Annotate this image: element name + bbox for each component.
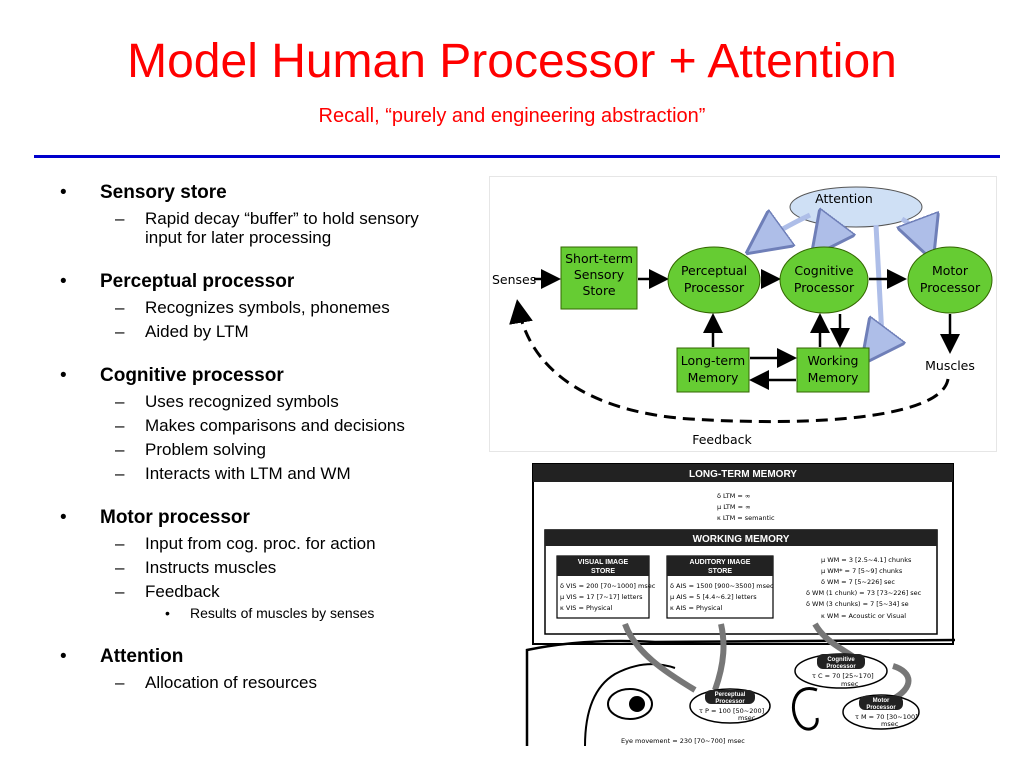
wm-param-1: μ WM = 3 [2.5~4.1] chunks	[821, 556, 912, 564]
arrow-to-auditory-store	[712, 623, 727, 692]
senses-label: Senses	[492, 272, 536, 287]
perceptual-title-bar	[705, 690, 755, 704]
sub-bullet: Aided by LTM	[58, 322, 458, 341]
bullet-motor-processor: Motor processor	[58, 507, 458, 529]
motor-value: τ M = 70 [30~100]	[855, 713, 918, 721]
head-outline	[525, 638, 956, 746]
visual-store-line-1: δ VIS = 200 [70~1000] msec	[560, 582, 656, 590]
cognitive-title-1: Cognitive	[827, 657, 855, 663]
bullet-perceptual-processor: Perceptual processor	[58, 271, 458, 293]
ltm-header: LONG-TERM MEMORY	[689, 469, 797, 480]
wm-line-2: Memory	[808, 370, 859, 385]
perceptual-line-2: Processor	[684, 280, 745, 295]
sub-bullet: Makes comparisons and decisions	[58, 416, 458, 435]
auditory-store-title-2: STORE	[708, 568, 732, 575]
sub-bullet: Allocation of resources	[58, 673, 458, 692]
motor-title-bar	[859, 696, 903, 710]
motor-processor-node	[907, 246, 993, 314]
motor-unit: msec	[881, 720, 899, 728]
bullet-list: Sensory store Rapid decay “buffer” to ho…	[58, 182, 458, 692]
sensory-store-line-3: Store	[582, 283, 615, 298]
perceptual-title-2: Processor	[715, 699, 745, 705]
auditory-store-title-bar	[667, 556, 773, 576]
cognitive-line-2: Processor	[794, 280, 855, 295]
title-divider	[34, 155, 1000, 158]
cognitive-unit: msec	[841, 680, 859, 688]
muscles-label: Muscles	[925, 358, 975, 373]
sub-bullet: Instructs muscles	[58, 558, 458, 577]
attention-arrow-perceptual	[758, 215, 812, 245]
arrow-to-visual-store	[622, 622, 697, 693]
attention-arrow-working-memory	[870, 224, 882, 353]
attention-arrow-motor	[902, 219, 928, 247]
motor-line-2: Processor	[920, 280, 981, 295]
perceptual-unit: msec	[738, 714, 756, 722]
long-term-memory-box	[676, 347, 750, 393]
auditory-store-line-1: δ AIS = 1500 [900~3500] msec	[670, 582, 774, 590]
wm-line-1: Working	[808, 353, 859, 368]
ltm-header-bar	[533, 464, 953, 482]
perceptual-value: τ P = 100 [50~200]	[699, 707, 764, 715]
bullet-cognitive-processor: Cognitive processor	[58, 365, 458, 387]
visual-store-line-2: μ VIS = 17 [7~17] letters	[560, 593, 643, 601]
ear-icon	[791, 687, 819, 731]
ltm-line-1: Long-term	[681, 353, 745, 368]
wm-param-5: δ WM (3 chunks) = 7 [5~34] se	[806, 600, 909, 608]
wm-param-3: δ WM = 7 [5~226] sec	[821, 578, 895, 586]
bullet-attention: Attention	[58, 646, 458, 668]
mhp-figure-svg: LONG-TERM MEMORY δ LTM = ∞ μ LTM = ∞ κ L…	[525, 463, 956, 746]
cognitive-title-2: Processor	[826, 664, 856, 670]
motor-line-1: Motor	[932, 263, 969, 278]
bullet-sensory-store: Sensory store	[58, 182, 458, 204]
attention-arrow-cognitive	[820, 225, 835, 245]
motor-title-2: Processor	[866, 705, 896, 711]
visual-store-title-bar	[557, 556, 649, 576]
mhp-flow-diagram: Attention Senses Short-term Sensory Stor…	[489, 176, 997, 452]
ltm-line-2: μ LTM = ∞	[717, 503, 751, 511]
auditory-store-line-2: μ AIS = 5 [4.4~6.2] letters	[670, 593, 757, 601]
visual-store-title-2: STORE	[591, 568, 615, 575]
perceptual-title-1: Perceptual	[715, 692, 746, 698]
sub-bullet: Interacts with LTM and WM	[58, 464, 458, 483]
ltm-line-1: δ LTM = ∞	[717, 492, 750, 500]
visual-store-title-1: VISUAL IMAGE	[578, 559, 629, 566]
eye-movement-label: Eye movement = 230 [70~700] msec	[621, 737, 745, 745]
cognitive-title-bar	[817, 654, 865, 669]
feedback-dashed-curve	[509, 299, 950, 424]
sub-bullet: Problem solving	[58, 440, 458, 459]
sub-bullet: Feedback	[58, 582, 458, 601]
wm-param-4: δ WM (1 chunk) = 73 [73~226] sec	[806, 589, 922, 597]
ltm-line-3: κ LTM = semantic	[717, 514, 775, 522]
wm-param-6: κ WM = Acoustic or Visual	[821, 612, 906, 620]
sub-bullet: Rapid decay “buffer” to hold sensory inp…	[58, 209, 458, 247]
visual-store-line-3: κ VIS = Physical	[560, 604, 613, 612]
sub-bullet: Input from cog. proc. for action	[58, 534, 458, 553]
arrow-cognitive-to-motor	[889, 663, 912, 703]
wm-header-bar	[545, 530, 937, 546]
sensory-store-line-1: Short-term	[565, 251, 633, 266]
sub-bullet: Recognizes symbols, phonemes	[58, 298, 458, 317]
attention-label: Attention	[815, 191, 873, 206]
sub-sub-bullet: Results of muscles by senses	[58, 605, 458, 622]
working-memory-box	[796, 347, 870, 393]
ltm-line-2: Memory	[688, 370, 739, 385]
auditory-store-title-1: AUDITORY IMAGE	[690, 559, 751, 566]
cognitive-value: τ C = 70 [25~170]	[812, 672, 874, 680]
wm-header: WORKING MEMORY	[693, 534, 790, 545]
auditory-store-line-3: κ AIS = Physical	[670, 604, 723, 612]
sensory-store-box	[560, 246, 638, 310]
sub-bullet: Uses recognized symbols	[58, 392, 458, 411]
slide-title: Model Human Processor + Attention	[127, 35, 897, 88]
motor-title-1: Motor	[873, 698, 890, 704]
perceptual-line-1: Perceptual	[681, 263, 747, 278]
flow-diagram-svg: Attention Senses Short-term Sensory Stor…	[492, 186, 993, 447]
sensory-store-line-2: Sensory	[574, 267, 625, 282]
eye-pupil-icon	[629, 696, 645, 712]
cognitive-line-1: Cognitive	[794, 263, 853, 278]
feedback-label: Feedback	[692, 432, 752, 447]
wm-param-2: μ WM* = 7 [5~9] chunks	[821, 567, 903, 575]
mhp-memory-figure: LONG-TERM MEMORY δ LTM = ∞ μ LTM = ∞ κ L…	[525, 462, 957, 746]
slide-subtitle: Recall, “purely and engineering abstract…	[318, 105, 706, 127]
